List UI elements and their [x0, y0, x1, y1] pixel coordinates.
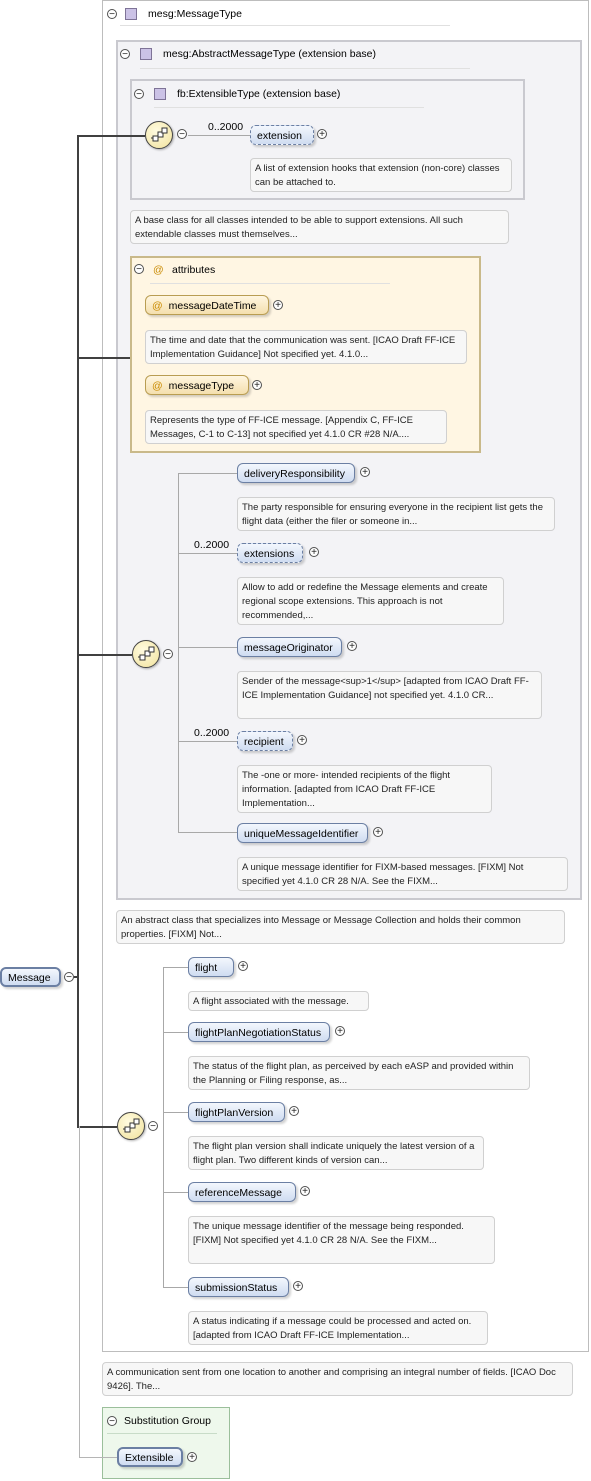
attributes-at-icon: @ [153, 264, 164, 276]
collapse-abstract-base-icon[interactable]: − [120, 49, 130, 60]
element-referencemessage[interactable]: referenceMessage [188, 1182, 296, 1202]
expand-flight-icon[interactable]: + [238, 961, 248, 972]
connector-message-sequence [77, 1126, 117, 1128]
abstract-base-type-icon [140, 48, 152, 60]
attribute-name: messageType [168, 380, 235, 392]
collapse-abstract-sequence-icon[interactable]: − [163, 649, 173, 660]
element-flightplannegotiationstatus[interactable]: flightPlanNegotiationStatus [188, 1022, 330, 1042]
element-recipient[interactable]: recipient [237, 731, 293, 751]
element-submissionstatus[interactable]: submissionStatus [188, 1277, 289, 1297]
attribute-name: messageDateTime [168, 300, 257, 312]
connector-abstract-sequence [77, 654, 132, 656]
collapse-complex-type-icon[interactable]: − [107, 9, 117, 20]
attribute-messagetype[interactable]: @ messageType [145, 375, 249, 395]
complex-type-documentation: A communication sent from one location t… [102, 1362, 573, 1396]
element-uniquemessageidentifier[interactable]: uniqueMessageIdentifier [237, 823, 368, 843]
substitution-member-extensible[interactable]: Extensible [117, 1447, 183, 1467]
extensible-base-type-icon [154, 88, 166, 100]
expand-extensible-icon[interactable]: + [187, 1452, 197, 1463]
abstract-base-title: mesg:AbstractMessageType (extension base… [163, 48, 377, 60]
messagedatetime-documentation: The time and date that the communication… [145, 330, 467, 364]
deliveryresponsibility-documentation: The party responsible for ensuring every… [237, 497, 555, 531]
substitution-group-box [102, 1407, 230, 1479]
extension-element[interactable]: extension [250, 125, 314, 145]
attribute-messagedatetime[interactable]: @ messageDateTime [145, 295, 269, 315]
expand-extensions-icon[interactable]: + [309, 547, 319, 558]
attributes-title: attributes [172, 264, 216, 276]
collapse-extensible-sequence-icon[interactable]: − [177, 129, 187, 140]
extensions-occurs: 0..2000 [194, 539, 230, 551]
submissionstatus-documentation: A status indicating if a message could b… [188, 1311, 488, 1345]
element-messageoriginator[interactable]: messageOriginator [237, 637, 342, 657]
element-flight[interactable]: flight [188, 957, 234, 977]
extensible-base-documentation: A base class for all classes intended to… [130, 210, 509, 244]
flightplanversion-documentation: The flight plan version shall indicate u… [188, 1136, 484, 1170]
messageoriginator-documentation: Sender of the message<sup>1</sup> [adapt… [237, 671, 542, 719]
extensible-sequence-compositor [145, 121, 173, 149]
expand-messagedatetime-icon[interactable]: + [273, 300, 283, 311]
extension-documentation: A list of extension hooks that extension… [250, 158, 512, 192]
expand-submissionstatus-icon[interactable]: + [293, 1281, 303, 1292]
messagetype-documentation: Represents the type of FF-ICE message. [… [145, 410, 447, 444]
root-connector-to-message [74, 976, 79, 978]
extensions-documentation: Allow to add or redefine the Message ele… [237, 577, 504, 625]
expand-messageoriginator-icon[interactable]: + [347, 641, 357, 652]
attribute-icon: @ [152, 300, 163, 312]
collapse-substitution-group-icon[interactable]: − [107, 1416, 117, 1427]
complex-type-title: mesg:MessageType [148, 8, 242, 20]
extension-occurs: 0..2000 [208, 121, 244, 133]
attribute-icon: @ [152, 380, 163, 392]
collapse-message-sequence-icon[interactable]: − [148, 1121, 158, 1132]
expand-flightplanversion-icon[interactable]: + [289, 1106, 299, 1117]
connector-substitution-group [79, 1126, 80, 1457]
complex-type-icon [125, 8, 137, 20]
expand-uniquemessageidentifier-icon[interactable]: + [373, 827, 383, 838]
collapse-root-icon[interactable]: − [64, 972, 74, 983]
expand-flightplannegotiationstatus-icon[interactable]: + [335, 1026, 345, 1037]
element-deliveryresponsibility[interactable]: deliveryResponsibility [237, 463, 355, 483]
extensible-base-title: fb:ExtensibleType (extension base) [177, 88, 341, 100]
expand-deliveryresponsibility-icon[interactable]: + [360, 467, 370, 478]
substitution-group-title: Substitution Group [124, 1415, 211, 1427]
root-element-message[interactable]: Message [0, 967, 61, 987]
expand-recipient-icon[interactable]: + [297, 735, 307, 746]
element-extensions[interactable]: extensions [237, 543, 303, 563]
connector-attributes [77, 357, 130, 359]
expand-extension-icon[interactable]: + [317, 129, 327, 140]
referencemessage-documentation: The unique message identifier of the mes… [188, 1216, 495, 1264]
collapse-attributes-icon[interactable]: − [134, 264, 144, 275]
abstract-sequence-compositor [132, 640, 160, 668]
abstract-base-documentation: An abstract class that specializes into … [116, 910, 565, 944]
expand-referencemessage-icon[interactable]: + [300, 1186, 310, 1197]
uniquemessageidentifier-documentation: A unique message identifier for FIXM-bas… [237, 857, 568, 891]
root-connector-vertical [77, 135, 79, 1127]
flightplannegotiationstatus-documentation: The status of the flight plan, as percei… [188, 1056, 530, 1090]
connector-extensible-sequence [77, 135, 145, 137]
message-sequence-compositor [117, 1112, 145, 1140]
element-flightplanversion[interactable]: flightPlanVersion [188, 1102, 285, 1122]
recipient-occurs: 0..2000 [194, 727, 230, 739]
expand-messagetype-icon[interactable]: + [252, 380, 262, 391]
flight-documentation: A flight associated with the message. [188, 991, 369, 1011]
collapse-extensible-base-icon[interactable]: − [134, 89, 144, 100]
recipient-documentation: The -one or more- intended recipients of… [237, 765, 492, 813]
connector-substitution-member [79, 1457, 117, 1458]
